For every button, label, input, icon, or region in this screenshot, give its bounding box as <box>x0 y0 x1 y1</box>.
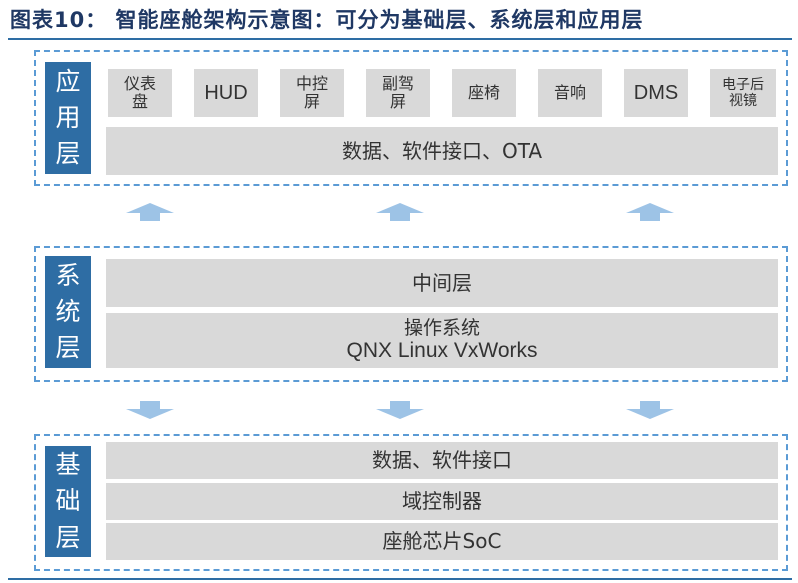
operating-system-bar: 操作系统 QNX Linux VxWorks <box>106 313 778 368</box>
domain-controller-bar: 域控制器 <box>106 483 778 520</box>
base-layer-label: 基础层 <box>45 446 91 557</box>
app-interface-bar: 数据、软件接口、OTA <box>106 127 778 175</box>
bottom-rule <box>8 578 792 580</box>
os-title: 操作系统 <box>403 316 480 339</box>
os-list: QNX Linux VxWorks <box>346 339 538 363</box>
module-instrument-cluster: 仪表盘 <box>108 69 172 117</box>
up-arrow-right <box>626 203 674 221</box>
system-layer-label: 系统层 <box>45 256 91 368</box>
module-seat: 座椅 <box>452 69 516 117</box>
system-layer-frame <box>34 246 788 382</box>
module-hud: HUD <box>194 69 258 117</box>
cockpit-soc-bar: 座舱芯片SoC <box>106 523 778 560</box>
module-center-display: 中控屏 <box>280 69 344 117</box>
up-arrow-left <box>126 203 174 221</box>
down-arrow-right <box>626 401 674 419</box>
up-arrow-center <box>376 203 424 221</box>
figure-title: 图表10： 智能座舱架构示意图：可分为基础层、系统层和应用层 <box>10 8 644 32</box>
module-dms: DMS <box>624 69 688 117</box>
module-passenger-display: 副驾屏 <box>366 69 430 117</box>
module-electronic-mirror: 电子后视镜 <box>710 69 776 117</box>
base-layer-frame <box>34 434 788 571</box>
middleware-bar: 中间层 <box>106 259 778 307</box>
down-arrow-left <box>126 401 174 419</box>
base-interface-bar: 数据、软件接口 <box>106 442 778 479</box>
down-arrow-center <box>376 401 424 419</box>
title-rule <box>8 38 792 40</box>
application-layer-frame <box>34 50 788 186</box>
module-audio: 音响 <box>538 69 602 117</box>
application-layer-label: 应用层 <box>45 62 91 174</box>
